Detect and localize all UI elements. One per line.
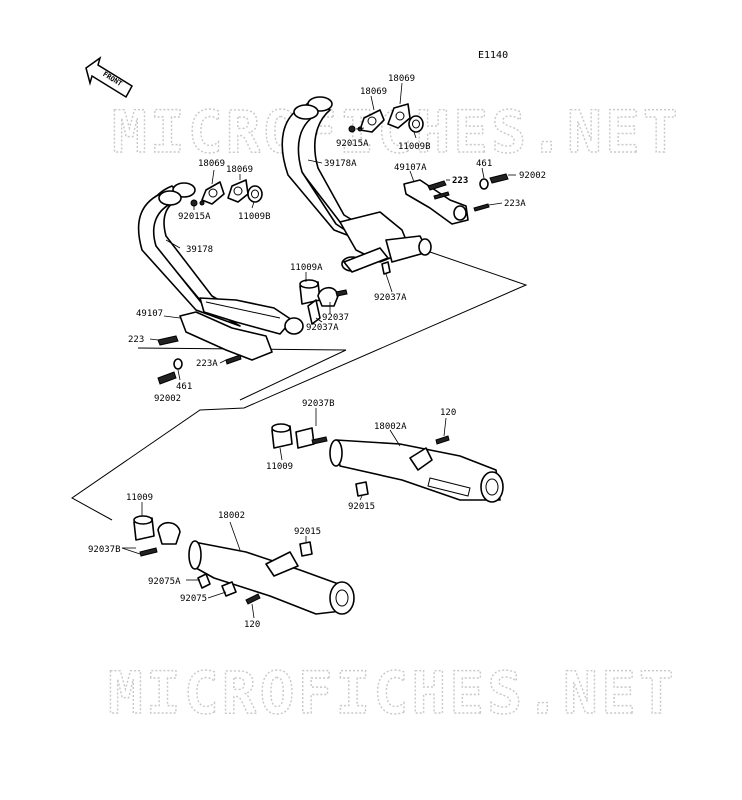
label-18002A: 18002A (374, 422, 407, 432)
label-92037A: 92037A (306, 323, 339, 333)
label-92015A: 92015A (178, 212, 211, 222)
label-18069: 18069 (198, 159, 225, 169)
label-18069: 18069 (360, 87, 387, 97)
front-arrow-icon: FRONT (85, 56, 133, 99)
label-92002: 92002 (519, 171, 546, 181)
exhaust-pipe-39178A (281, 96, 432, 273)
label-461: 461 (476, 159, 492, 169)
connector-11009A (299, 279, 348, 325)
label-461: 461 (176, 382, 192, 392)
label-92037: 92037 (322, 313, 349, 323)
assembly-guide-lines (71, 251, 528, 521)
watermark-bottom: MICROFICHES.NET (108, 659, 677, 727)
label-223A: 223A (196, 359, 218, 369)
label-11009A: 11009A (290, 263, 323, 273)
muffler-18002 (188, 540, 355, 615)
label-11009B: 11009B (238, 212, 271, 222)
bracket-49107 (157, 311, 273, 385)
label-18002: 18002 (218, 511, 245, 521)
label-49107: 49107 (136, 309, 163, 319)
label-92015: 92015 (294, 527, 321, 537)
gasket-11009-left (133, 515, 181, 557)
label-11009: 11009 (126, 493, 153, 503)
label-92075: 92075 (180, 594, 207, 604)
flange-18069-left (190, 179, 263, 207)
exhaust-pipe-39178 (137, 182, 304, 335)
diagram-code: E1140 (478, 50, 508, 61)
leader-lines (121, 82, 516, 619)
label-223: 223 (128, 335, 144, 345)
label-92015A: 92015A (336, 139, 369, 149)
label-92037B: 92037B (302, 399, 335, 409)
gasket-11009-right (271, 423, 328, 449)
muffler-18002A (329, 435, 504, 503)
label-92015: 92015 (348, 502, 375, 512)
label-11009: 11009 (266, 462, 293, 472)
bolts-top (381, 173, 509, 275)
label-120: 120 (440, 408, 456, 418)
label-49107A: 49107A (394, 163, 427, 173)
flange-18069-top (348, 103, 424, 133)
label-39178A: 39178A (324, 159, 357, 169)
label-223A: 223A (504, 199, 526, 209)
label-11009B: 11009B (398, 142, 431, 152)
label-18069: 18069 (226, 165, 253, 175)
label-223: 223 (452, 176, 468, 186)
label-39178: 39178 (186, 245, 213, 255)
label-92002: 92002 (154, 394, 181, 404)
label-92075A: 92075A (148, 577, 181, 587)
label-92037A: 92037A (374, 293, 407, 303)
label-92037B: 92037B (88, 545, 121, 555)
label-18069: 18069 (388, 74, 415, 84)
label-120: 120 (244, 620, 260, 630)
